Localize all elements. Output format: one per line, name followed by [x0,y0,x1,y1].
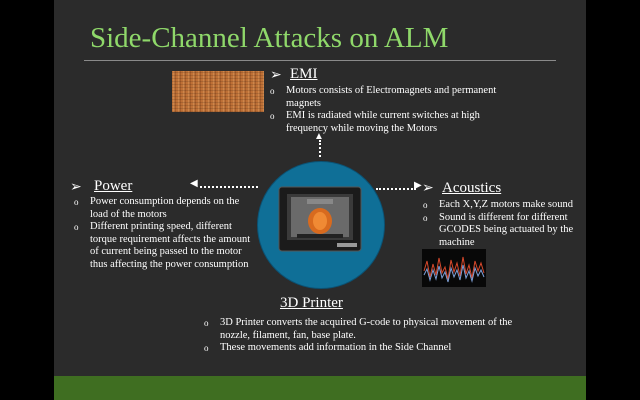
acoustics-heading: Acoustics [442,180,502,196]
printer-heading: 3D Printer [280,295,343,311]
arrow-bullet-icon: ➢ [70,180,82,195]
connector-up [319,140,321,157]
arrow-left-icon: ◀ [190,178,198,189]
arrow-right-icon: ▶ [414,180,422,191]
arrow-bullet-icon: ➢ [422,181,434,196]
emi-heading: EMI [290,66,318,82]
arrow-up-icon: ▲ [314,131,324,142]
arrow-bullet-icon: ➢ [270,68,282,83]
printer-image [278,186,362,252]
slide-title: Side-Channel Attacks on ALM [90,22,449,54]
power-heading: Power [94,178,133,194]
waveform-image [422,249,486,287]
connector-right [376,188,416,190]
connector-left [200,186,258,188]
footer-bar [54,376,586,400]
title-rule [84,60,556,61]
emi-texture-image [172,71,264,112]
